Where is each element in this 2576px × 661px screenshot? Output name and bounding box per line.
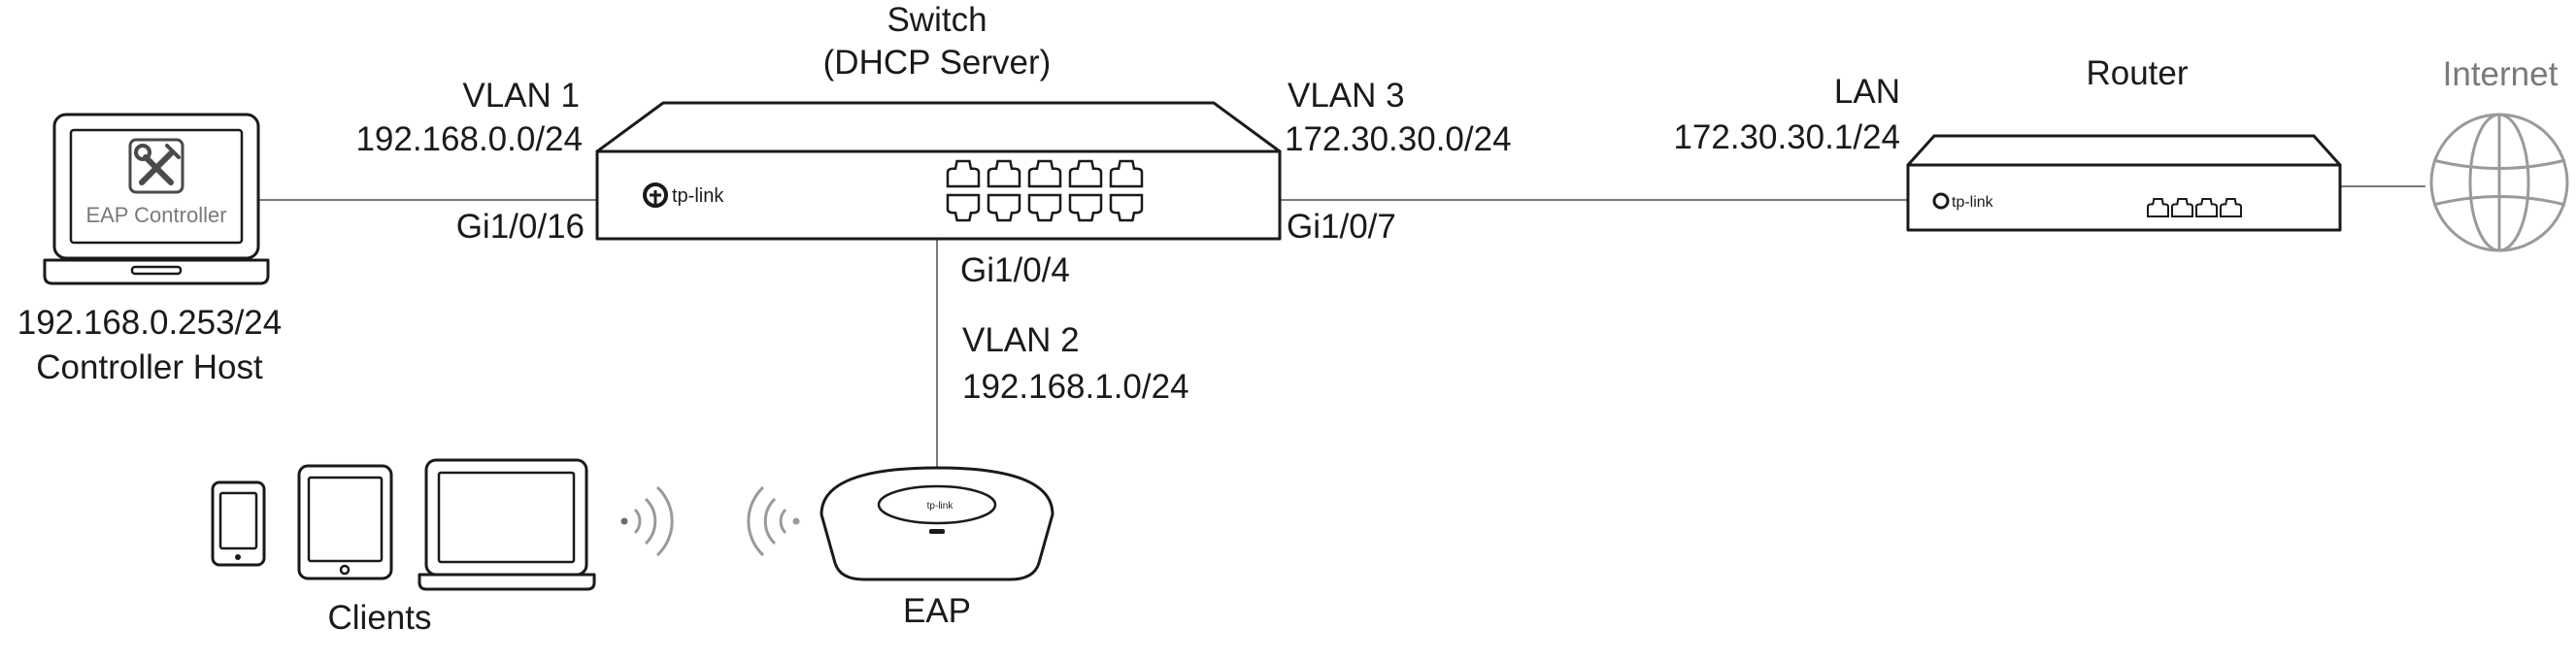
- router: Router tp-link: [1906, 54, 2342, 232]
- switch-subtitle: (DHCP Server): [823, 44, 1052, 82]
- smartphone-icon: [211, 480, 266, 567]
- vlan2-subnet: 192.168.1.0/24: [962, 368, 1189, 406]
- router-port: [2171, 198, 2193, 217]
- laptop-icon: [418, 458, 596, 591]
- switch-ports: [946, 159, 1144, 222]
- switch-title: Switch: [887, 1, 987, 39]
- switch-port: [946, 193, 981, 222]
- connection-lines: [254, 185, 2425, 468]
- vlan1-subnet: 192.168.0.0/24: [355, 120, 583, 158]
- switch: Switch (DHCP Server) tp-link: [595, 1, 1282, 241]
- switch-brand: tp-link: [672, 185, 724, 207]
- eap-brand: tp-link: [927, 501, 954, 512]
- switch-port: [1068, 159, 1103, 188]
- vlan3-name: VLAN 3: [1288, 77, 1405, 115]
- wifi-signal-icon: [620, 485, 800, 557]
- switch-port: [946, 159, 981, 188]
- router-icon: tp-link: [1906, 134, 2342, 232]
- router-port: [2220, 198, 2242, 217]
- switch-port: [987, 193, 1021, 222]
- vlan3-subnet: 172.30.30.0/24: [1285, 120, 1512, 158]
- switch-port: [987, 159, 1021, 188]
- router-title: Router: [2086, 54, 2188, 92]
- lan-name: LAN: [1834, 73, 1900, 111]
- tools-icon: [128, 138, 184, 194]
- switch-logo: tp-link: [643, 182, 724, 208]
- internet: Internet: [2429, 55, 2569, 252]
- router-ports: [2147, 198, 2242, 217]
- lan-address: 172.30.30.1/24: [1673, 118, 1900, 156]
- switch-port: [1027, 159, 1062, 188]
- vlan1-name: VLAN 1: [462, 77, 580, 115]
- router-port: [2147, 198, 2169, 217]
- vlan2-port: Gi1/0/4: [960, 251, 1070, 289]
- controller-ip: 192.168.0.253/24: [17, 304, 282, 342]
- vlan3-port: Gi1/0/7: [1287, 208, 1396, 246]
- internet-title: Internet: [2443, 55, 2559, 93]
- router-brand: tp-link: [1952, 194, 1994, 211]
- controller-screen-label: EAP Controller: [85, 203, 226, 227]
- switch-port: [1027, 193, 1062, 222]
- switch-port: [1109, 193, 1144, 222]
- clients: Clients: [211, 458, 596, 637]
- router-logo: tp-link: [1932, 192, 1994, 211]
- vlan1-port: Gi1/0/16: [456, 208, 585, 246]
- eap: tp-link EAP: [820, 466, 1054, 630]
- controller-host: EAP Controller 192.168.0.253/24 Controll…: [17, 113, 282, 386]
- access-point-icon: tp-link: [820, 466, 1054, 581]
- signal-receive: [620, 485, 674, 557]
- signal-transmit: [747, 485, 800, 557]
- switch-icon: tp-link: [595, 101, 1282, 241]
- vlan2-name: VLAN 2: [962, 321, 1080, 359]
- globe-icon: [2429, 113, 2569, 252]
- switch-port: [1068, 193, 1103, 222]
- clients-title: Clients: [328, 599, 432, 637]
- switch-port: [1109, 159, 1144, 188]
- controller-name: Controller Host: [36, 348, 263, 386]
- eap-title: EAP: [903, 592, 971, 630]
- router-port: [2195, 198, 2218, 217]
- tablet-icon: [297, 464, 393, 580]
